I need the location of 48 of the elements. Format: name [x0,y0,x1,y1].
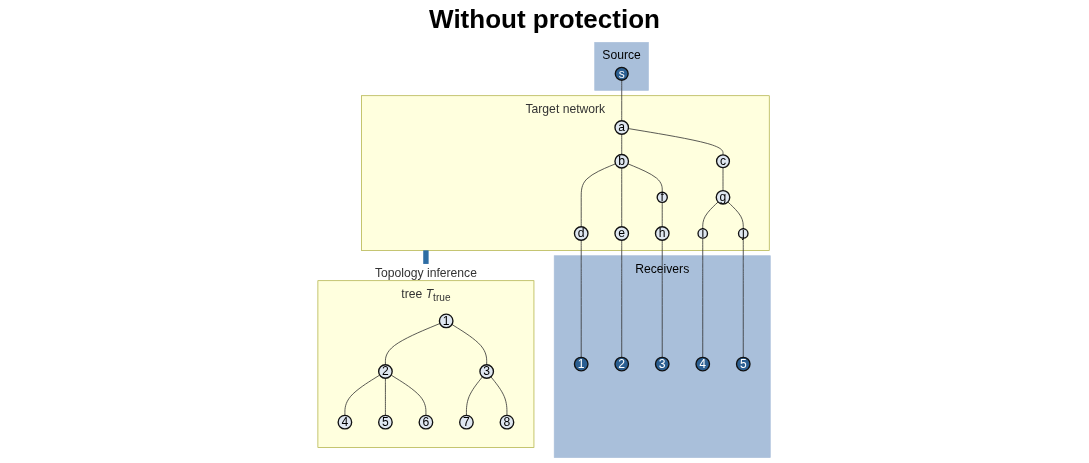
connector [621,79,623,122]
connector [702,237,704,358]
diagram-title: Without protection [429,4,660,35]
connector [743,237,745,358]
connector [391,374,427,416]
connector [581,239,583,358]
node-circle: 7 [459,414,475,430]
node-circle: 6 [418,414,434,430]
connector [662,202,664,228]
connector [627,163,664,193]
node-circle: i [697,228,709,239]
node-circle: 8 [499,414,515,430]
node-circle: 5 [378,414,394,430]
node-circle: 4 [695,356,711,372]
connector [727,201,745,230]
node-circle: 2 [378,364,394,379]
connector [662,239,664,358]
connector [723,167,724,191]
connector [621,133,623,155]
connector [621,167,623,228]
node-circle: 1 [439,313,455,329]
node-circle: 3 [479,364,495,379]
connector [702,201,719,230]
node-circle: s [615,66,630,81]
node-circle: e [614,226,630,241]
connector [344,374,381,416]
node-circle: 1 [574,356,590,372]
connector [621,239,623,358]
connector [581,163,617,228]
connector [628,128,724,156]
node-circle: b [614,153,630,169]
node-circle: j [738,228,750,239]
edge-label: Topology inference [375,265,478,280]
node-circle: d [574,226,590,241]
node-circle: h [655,226,671,241]
node-circle: 2 [614,356,630,372]
node-circle: a [614,120,630,135]
connector [385,323,441,366]
connector [385,377,387,416]
connector [466,376,484,416]
connector [490,376,508,416]
node-circle: c [716,154,731,169]
node-circle: g [716,189,731,205]
node-circle: 5 [736,356,752,372]
node-circle: f [656,191,669,204]
node-circle: 3 [655,356,671,372]
connector [451,324,488,366]
node-circle: 4 [337,414,353,430]
